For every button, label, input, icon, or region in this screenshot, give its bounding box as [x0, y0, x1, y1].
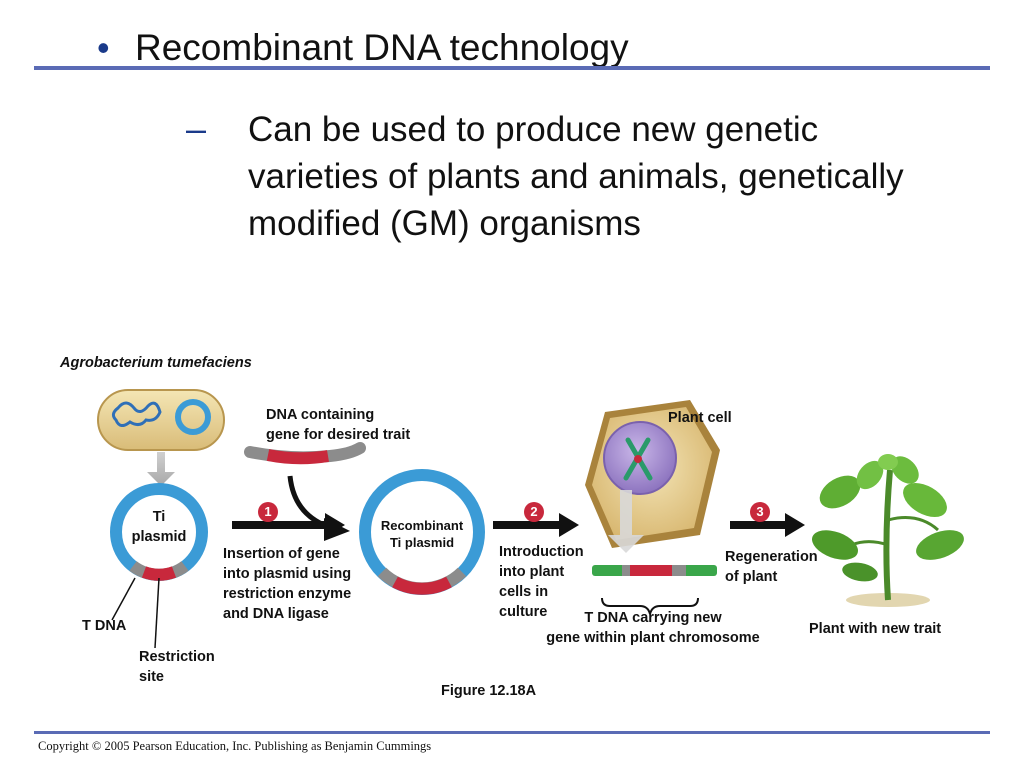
title-divider — [34, 66, 990, 70]
footer-divider — [34, 731, 990, 734]
step1-arrow-icon — [232, 521, 327, 529]
step3-text: Regeneration of plant — [725, 549, 818, 585]
step3-badge — [750, 502, 770, 522]
step2-badge — [524, 502, 544, 522]
step2-arrow-icon — [493, 521, 561, 529]
plant-icon — [812, 454, 964, 607]
plant-cell-label: Plant cell — [668, 410, 732, 426]
plant-chromosome — [592, 565, 717, 576]
sub-bullet: – — [186, 108, 207, 149]
slide-title: Recombinant DNA technology — [135, 27, 629, 68]
title-bullet: • — [97, 27, 110, 68]
ti-plasmid-label: Ti plasmid — [131, 509, 187, 545]
t-dna-leader — [111, 577, 136, 621]
restriction-site-leader — [154, 577, 160, 649]
restriction-site-label: Restriction site — [139, 649, 215, 685]
t-dna-label: T DNA — [82, 618, 127, 634]
plant-new-trait-label: Plant with new trait — [809, 621, 942, 637]
step1-text: Insertion of gene into plasmid using res… — [223, 546, 352, 622]
dna-fragment — [244, 442, 366, 465]
t-dna-new-gene-label: T DNA carrying new gene within plant chr… — [546, 610, 760, 646]
step1-badge — [258, 502, 278, 522]
step3-number: 3 — [756, 504, 764, 519]
down-arrow-icon — [147, 452, 175, 486]
agrobacterium-cell — [97, 389, 225, 451]
step2-text: Introduction into plant cells in culture — [499, 544, 584, 620]
recombinant-plasmid-label: Recombinant Ti plasmid — [380, 518, 464, 550]
figure-caption: Figure 12.18A — [441, 683, 537, 699]
sub-bullet-text: Can be used to produce new genetic varie… — [248, 110, 904, 243]
step3-arrow-icon — [730, 521, 787, 529]
ti-plasmid — [110, 483, 208, 581]
step2-number: 2 — [530, 504, 538, 519]
brace-icon — [601, 597, 699, 615]
step1-number: 1 — [264, 504, 272, 519]
recombinant-plasmid — [359, 469, 485, 595]
down-arrow-icon — [608, 490, 644, 553]
copyright-footer: Copyright © 2005 Pearson Education, Inc.… — [38, 739, 432, 753]
dna-gene-label: DNA containing gene for desired trait — [266, 407, 411, 443]
organism-label: Agrobacterium tumefaciens — [60, 355, 252, 371]
